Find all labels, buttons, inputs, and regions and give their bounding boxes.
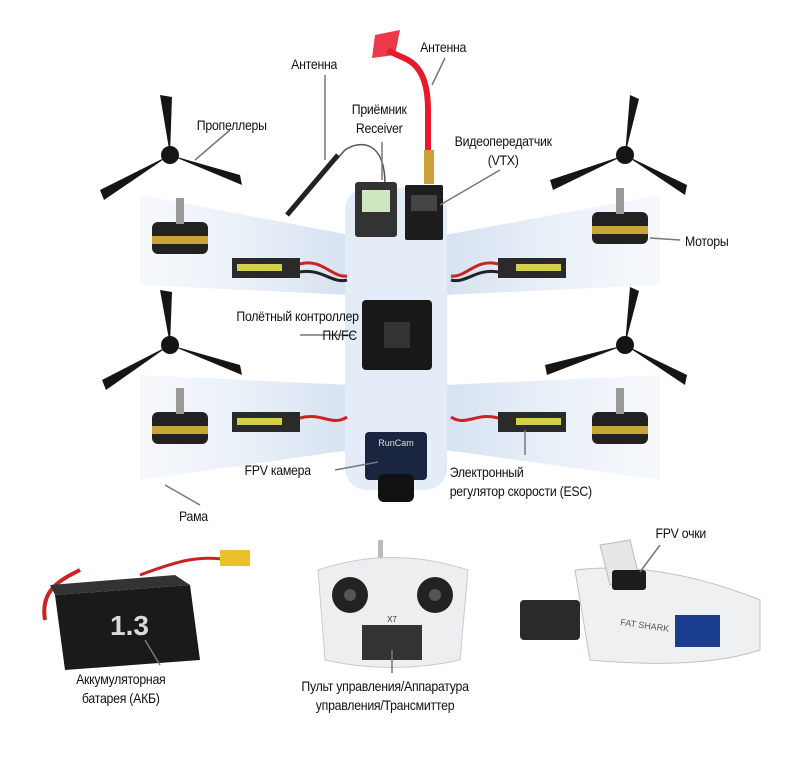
label-vtx-line2: (VTX): [487, 152, 519, 168]
label-battery-line1: Аккумуляторная: [76, 671, 166, 687]
label-transmitter-line2: управления/Трансмиттер: [315, 697, 455, 713]
label-fpv-camera: FPV камера: [244, 462, 312, 478]
goggles-icon: FAT SHARK: [520, 539, 761, 664]
battery-icon: 1.3: [42, 550, 250, 670]
label-antenna-vtx: Антенна: [420, 39, 467, 55]
fpv-camera-icon: RunCam: [365, 432, 427, 502]
transmitter-icon: X7: [317, 540, 469, 668]
label-transmitter: Пульт управления/Аппаратура управления/Тр…: [301, 677, 469, 715]
label-battery: Аккумуляторная батарея (АКБ): [76, 670, 166, 708]
label-receiver-line1: Приёмник: [351, 101, 407, 117]
esc-icon: [232, 258, 566, 432]
label-esc-line2: регулятор скорости (ESC): [449, 483, 592, 499]
label-propellers: Пропеллеры: [196, 117, 267, 133]
label-antenna-receiver: Антенна: [291, 56, 338, 72]
label-frame: Рама: [178, 508, 208, 524]
label-vtx: Видеопередатчик (VTX): [455, 132, 552, 170]
motor-icon: [152, 188, 648, 444]
label-motors: Моторы: [684, 233, 729, 249]
battery-logo: 1.3: [110, 610, 149, 641]
label-esc: Электронный регулятор скорости (ESC): [450, 463, 592, 501]
label-transmitter-line1: Пульт управления/Аппаратура: [301, 678, 469, 694]
flight-controller-icon: [362, 300, 432, 370]
leader-lines: [144, 57, 681, 673]
label-vtx-line1: Видеопередатчик: [454, 133, 552, 149]
label-receiver-line2: Receiver: [355, 120, 403, 136]
label-fc-line1: Полётный контроллер: [236, 308, 359, 324]
propeller-icon: [100, 95, 687, 390]
vtx-icon: [372, 30, 443, 240]
label-fc-line2: ПК/FC: [322, 327, 358, 343]
label-goggles: FPV очки: [655, 525, 706, 541]
label-battery-line2: батарея (АКБ): [81, 690, 160, 706]
transmitter-logo: X7: [387, 615, 397, 624]
receiver-icon: [285, 143, 397, 237]
camera-logo: RunCam: [378, 438, 414, 448]
label-esc-line1: Электронный: [449, 464, 524, 480]
